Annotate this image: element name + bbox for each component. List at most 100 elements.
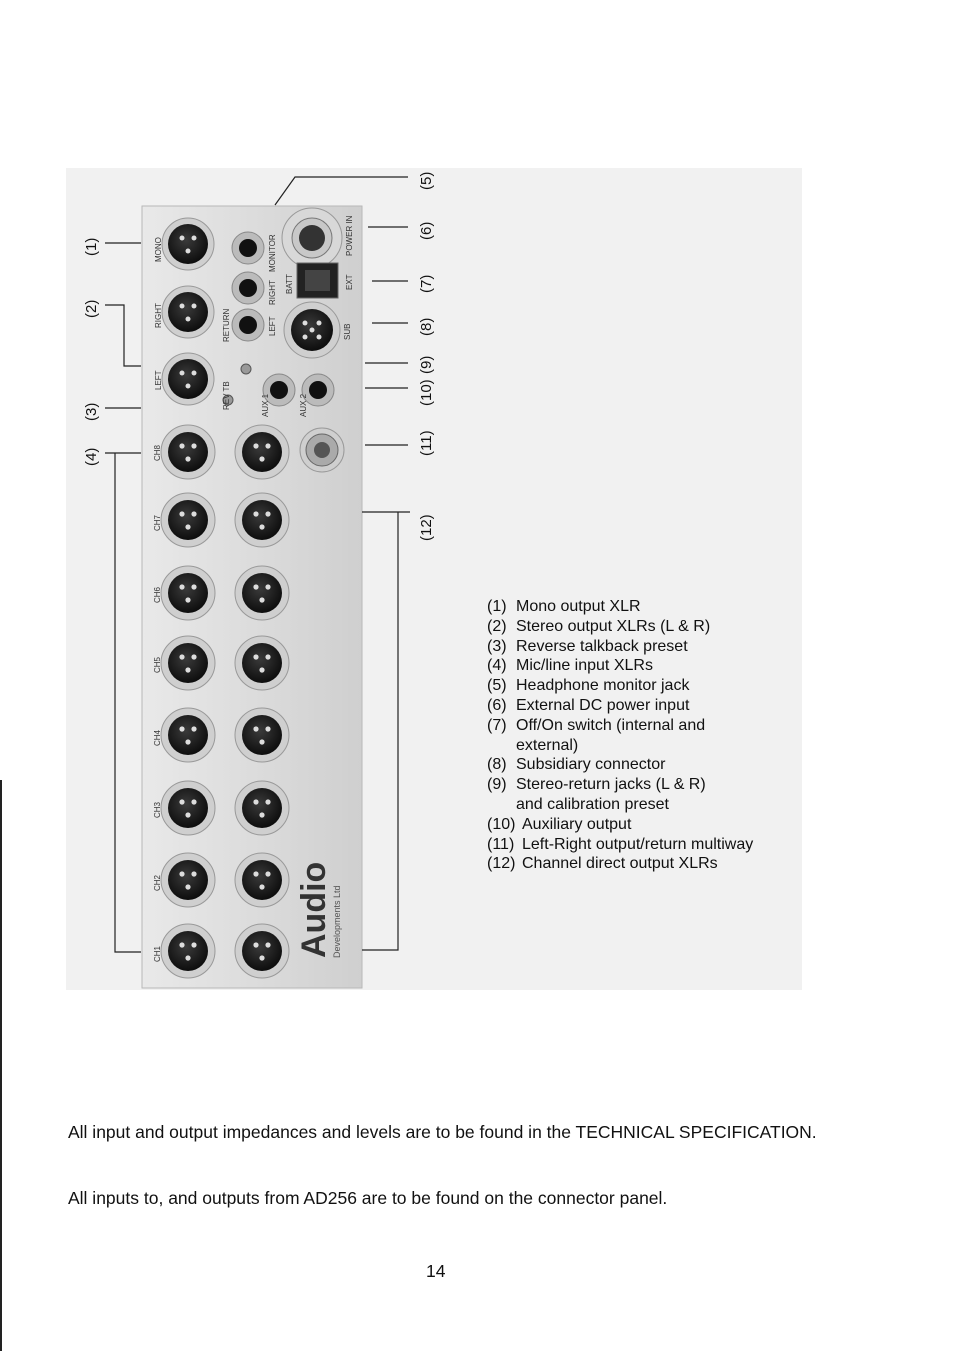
legend-text: Stereo output XLRs (L & R) bbox=[516, 617, 711, 635]
legend-item: (10) Auxiliary output bbox=[487, 815, 753, 835]
channel-direct-output-xlr bbox=[234, 923, 290, 979]
legend-number: (10) bbox=[487, 815, 516, 833]
callout-9: (9) bbox=[418, 356, 435, 374]
leader-4 bbox=[105, 452, 141, 953]
leader-2 bbox=[105, 304, 141, 367]
legend-item: (9) Stereo-return jacks (L & R) bbox=[487, 775, 753, 795]
impedance-paragraph: All input and output impedances and leve… bbox=[68, 1122, 817, 1142]
legend-text: External DC power input bbox=[516, 696, 690, 714]
label-ch6: CH6 bbox=[153, 586, 162, 603]
legend-number: (1) bbox=[487, 598, 507, 615]
legend-number: (7) bbox=[487, 716, 507, 734]
power-in-connector bbox=[281, 207, 343, 269]
callout-5: (5) bbox=[418, 172, 435, 190]
callout-2: (2) bbox=[83, 300, 100, 318]
legend-number: (12) bbox=[487, 855, 516, 873]
aux1-jack bbox=[262, 373, 296, 407]
label-monitor: MONITOR bbox=[268, 234, 277, 272]
legend-text: Mono output XLR bbox=[516, 598, 641, 615]
legend-item: (1) Mono output XLR bbox=[487, 597, 753, 617]
channel-direct-output-xlr bbox=[234, 635, 290, 691]
legend-text: and calibration preset bbox=[516, 795, 669, 813]
label-power-in: POWER IN bbox=[345, 215, 354, 256]
connector-panel-figure: MONO RIGHT LEFT MONITOR RIGHT LEFT RETUR… bbox=[66, 168, 802, 990]
label-ext: EXT bbox=[345, 274, 354, 290]
legend-text: external) bbox=[516, 736, 579, 754]
callout-4: (4) bbox=[83, 448, 100, 466]
legend-text: Subsidiary connector bbox=[516, 756, 666, 774]
label-aux2: AUX 2 bbox=[299, 393, 308, 417]
left-xlr bbox=[161, 352, 215, 406]
legend-number: (9) bbox=[487, 776, 507, 794]
label-return: RETURN bbox=[222, 308, 231, 342]
legend-item: (6) External DC power input bbox=[487, 696, 753, 716]
audio-logo-subtitle: Developments Ltd bbox=[332, 885, 342, 958]
label-return-left: LEFT bbox=[268, 316, 277, 336]
callout-3: (3) bbox=[83, 403, 100, 421]
legend-number: (6) bbox=[487, 696, 507, 714]
leader-12 bbox=[362, 511, 410, 951]
connector-legend: (1) Mono output XLR (2)Stereo output XLRs … bbox=[487, 597, 753, 874]
channel-direct-output-xlr bbox=[234, 424, 290, 480]
legend-number: (11) bbox=[487, 835, 515, 853]
callout-7: (7) bbox=[418, 275, 435, 293]
legend-text: Mic/line input XLRs bbox=[516, 657, 653, 675]
legend-text: Auxiliary output bbox=[522, 815, 632, 833]
connector-panel-paragraph: All inputs to, and outputs from AD256 ar… bbox=[68, 1188, 668, 1208]
callout-10: (10) bbox=[418, 379, 435, 406]
channel-direct-output-xlr bbox=[234, 565, 290, 621]
label-ch3: CH3 bbox=[153, 801, 162, 818]
label-ch5: CH5 bbox=[153, 656, 162, 673]
legend-number: (8) bbox=[487, 756, 507, 774]
legend-item: and calibration preset bbox=[487, 795, 753, 815]
rev-tb-preset bbox=[222, 394, 234, 406]
channel-input-xlr bbox=[160, 635, 216, 691]
channel-input-xlr bbox=[160, 707, 216, 763]
legend-number: (3) bbox=[487, 637, 507, 655]
channel-direct-output-xlr bbox=[234, 852, 290, 908]
label-ch1: CH1 bbox=[153, 945, 162, 962]
legend-text: Off/On switch (internal and bbox=[516, 716, 706, 734]
legend-text: Stereo-return jacks (L & R) bbox=[516, 776, 706, 794]
monitor-jack bbox=[231, 231, 265, 265]
return-left-jack bbox=[231, 308, 265, 342]
legend-item: external) bbox=[487, 736, 753, 756]
right-xlr bbox=[161, 285, 215, 339]
label-ch4: CH4 bbox=[153, 729, 162, 746]
legend-item: (3) Reverse talkback preset bbox=[487, 637, 753, 657]
legend-item: (11) Left-Right output/return multiway bbox=[487, 835, 753, 855]
label-aux1: AUX 1 bbox=[261, 393, 270, 417]
page-left-rule bbox=[0, 780, 2, 1351]
multiway-connector bbox=[299, 427, 345, 473]
legend-item: (8) Subsidiary connector bbox=[487, 755, 753, 775]
label-return-right: RIGHT bbox=[268, 280, 277, 305]
channel-input-xlr bbox=[160, 923, 216, 979]
calibration-preset bbox=[240, 363, 252, 375]
legend-item: (12) Channel direct output XLRs bbox=[487, 854, 753, 874]
legend-text: Headphone monitor jack bbox=[516, 677, 690, 695]
legend-number bbox=[487, 736, 516, 756]
legend-number: (4) bbox=[487, 657, 507, 675]
label-ch7: CH7 bbox=[153, 514, 162, 531]
batt-ext-switch bbox=[296, 262, 339, 299]
channel-direct-output-xlr bbox=[234, 492, 290, 548]
callout-11: (11) bbox=[418, 430, 435, 456]
leader-5 bbox=[274, 176, 408, 206]
callout-12: (12) bbox=[418, 514, 435, 541]
channel-direct-output-xlr bbox=[234, 780, 290, 836]
label-ch2: CH2 bbox=[153, 874, 162, 891]
label-right: RIGHT bbox=[154, 303, 163, 328]
legend-item: (7) Off/On switch (internal and bbox=[487, 716, 753, 736]
label-batt: BATT bbox=[285, 274, 294, 294]
callout-1: (1) bbox=[83, 238, 100, 256]
label-left: LEFT bbox=[154, 370, 163, 390]
legend-number: (5) bbox=[487, 677, 507, 695]
mono-xlr bbox=[161, 217, 215, 271]
audio-logo: Audio bbox=[295, 862, 333, 958]
legend-item: (2)Stereo output XLRs (L & R) bbox=[487, 617, 753, 637]
legend-text: Reverse talkback preset bbox=[516, 637, 688, 655]
channel-input-xlr bbox=[160, 852, 216, 908]
legend-text: Channel direct output XLRs bbox=[522, 855, 718, 873]
label-sub: SUB bbox=[343, 324, 352, 340]
legend-text: Left-Right output/return multiway bbox=[522, 835, 754, 853]
